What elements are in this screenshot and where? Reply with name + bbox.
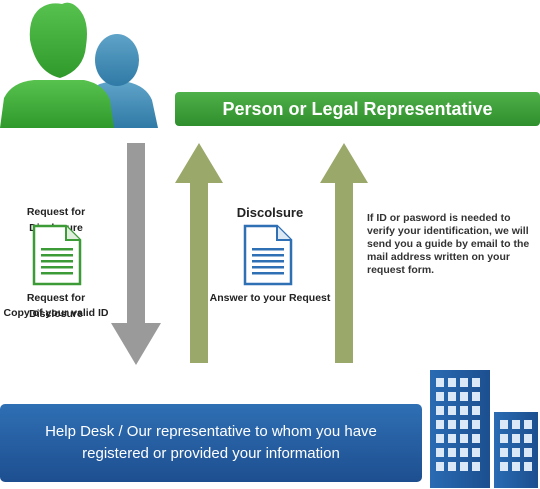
arrow-up-icon xyxy=(320,143,368,363)
persons-icon xyxy=(0,2,158,128)
arrow-down-icon xyxy=(111,143,161,365)
person-banner: Person or Legal Representative xyxy=(175,92,540,126)
arrow-up-icon xyxy=(175,143,223,363)
disclosure-label: Discolsure xyxy=(236,205,304,220)
buildings-icon xyxy=(430,370,538,488)
help-desk-box: Help Desk / Our representative to whom y… xyxy=(0,404,422,482)
banner-title: Person or Legal Representative xyxy=(222,98,493,119)
document-icon xyxy=(243,224,293,286)
request-label-bottom-1: Request for Disclosure xyxy=(26,292,86,320)
verification-note: If ID or pasword is needed to verify you… xyxy=(367,212,530,276)
request-label-bottom-2: Copy of your valid ID xyxy=(3,307,109,319)
answer-label: Answer to your Request xyxy=(209,292,331,304)
help-desk-line-2: registered or provided your information xyxy=(82,445,340,462)
document-icon xyxy=(32,224,82,286)
help-desk-line-1: Help Desk / Our representative to whom y… xyxy=(45,423,377,440)
